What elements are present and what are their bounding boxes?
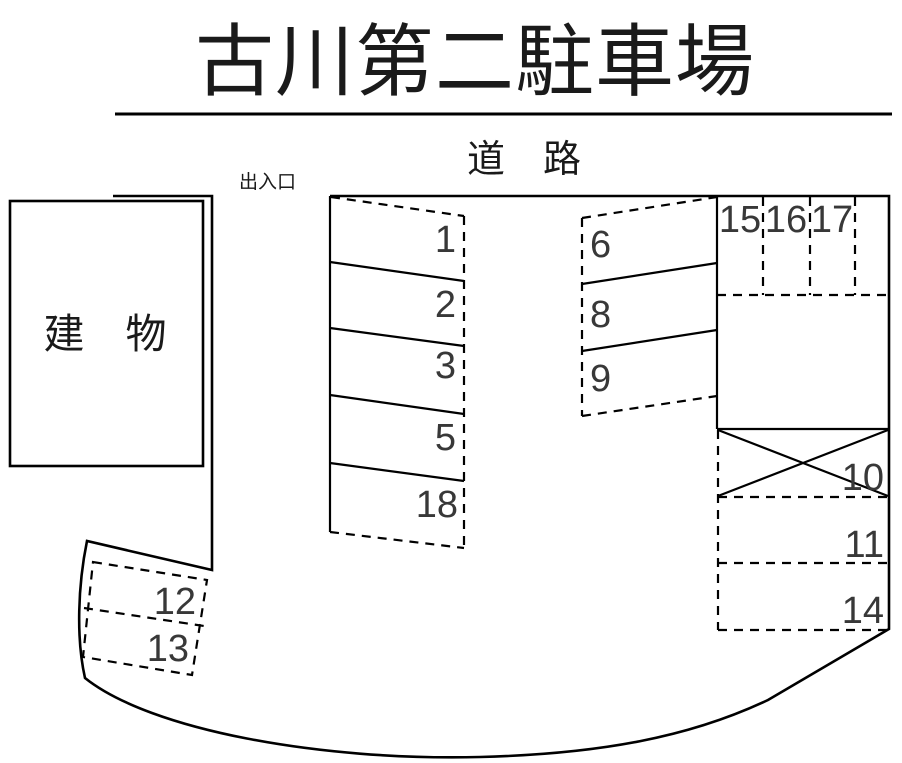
middle-block-dividers xyxy=(581,261,718,353)
space-8-label: 8 xyxy=(590,294,611,336)
space-13-label: 13 xyxy=(147,628,189,670)
middle-block-dashed-edges xyxy=(580,195,718,418)
space-2-label: 2 xyxy=(435,284,456,326)
space-11-label: 11 xyxy=(845,524,884,566)
building-outline xyxy=(8,199,205,468)
building-label: 建 物 xyxy=(44,311,167,357)
space-12-label: 12 xyxy=(154,581,196,623)
entrance-label: 出入口 xyxy=(239,171,296,193)
road-label: 道 路 xyxy=(467,139,581,181)
bottom-left-block xyxy=(81,560,209,677)
space-9-label: 9 xyxy=(590,358,611,400)
lot-boundary xyxy=(77,194,891,759)
space-10-label: 10 xyxy=(842,457,884,499)
left-block-dividers xyxy=(329,260,465,483)
left-block-dashed-edges xyxy=(329,195,466,550)
space-1-label: 1 xyxy=(435,219,456,261)
space-15-label: 15 xyxy=(719,199,761,241)
top-right-cell-dividers xyxy=(717,197,889,297)
space-5-label: 5 xyxy=(435,417,456,459)
space-16-label: 16 xyxy=(765,199,807,241)
space-18-label: 18 xyxy=(416,484,458,526)
space-6-label: 6 xyxy=(590,224,611,266)
space-17-label: 17 xyxy=(811,199,853,241)
right-section-solid-lines xyxy=(715,197,889,431)
page-title: 古川第二駐車場 xyxy=(195,17,755,106)
right-lower-cell-dividers xyxy=(716,430,889,632)
space-10-cross-mark xyxy=(717,428,889,498)
space-3-label: 3 xyxy=(435,345,456,387)
space-14-label: 14 xyxy=(842,590,884,632)
